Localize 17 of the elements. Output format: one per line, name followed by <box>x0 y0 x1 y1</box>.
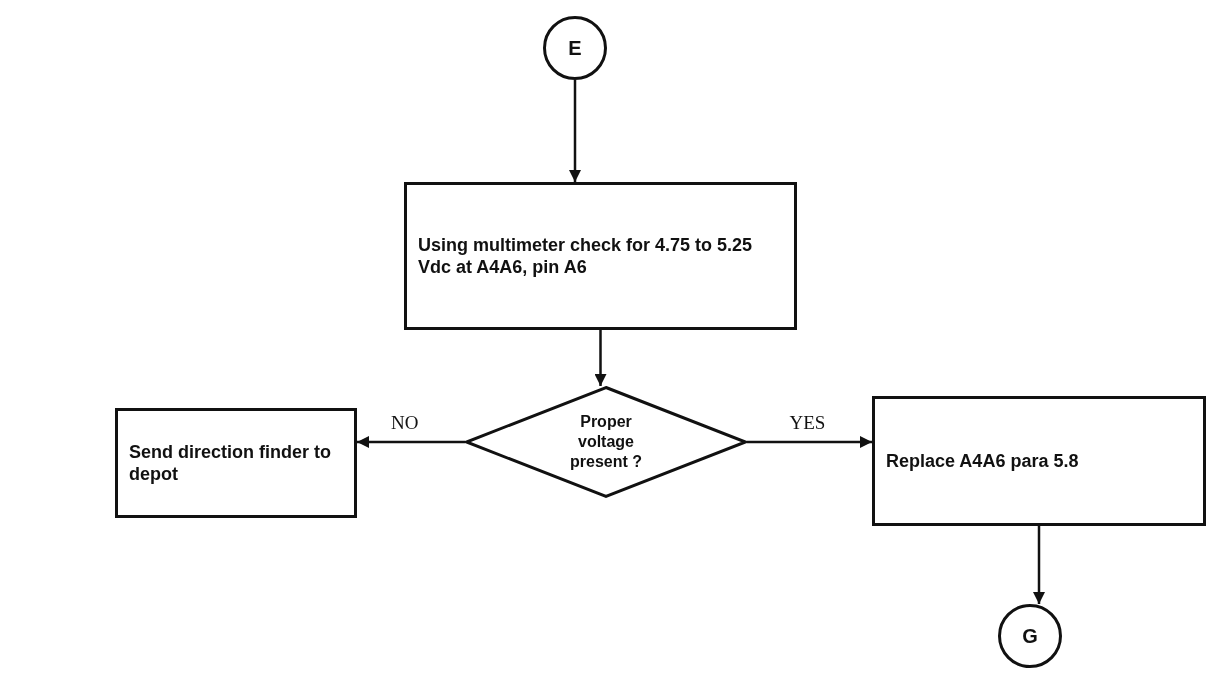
decision-diamond <box>465 386 747 498</box>
node-text: Proper voltage present ? <box>569 412 643 472</box>
connector-circle <box>543 16 607 80</box>
node-text: Using multimeter check for 4.75 to 5.25 Vdc at A4A6, pin A6 <box>418 233 754 279</box>
node-text: Send direction finder to depot <box>129 440 332 486</box>
process-box <box>115 408 357 518</box>
process-box <box>404 182 797 330</box>
connector-circle <box>998 604 1062 668</box>
node-text: G <box>1022 623 1038 649</box>
node-text: E <box>568 35 582 61</box>
arrow <box>747 436 872 448</box>
arrow <box>1033 526 1045 604</box>
arrow <box>357 436 465 448</box>
arrow <box>594 330 607 386</box>
arrow <box>569 80 581 182</box>
node-text: Replace A4A6 para 5.8 <box>886 449 1079 473</box>
process-box <box>872 396 1206 526</box>
